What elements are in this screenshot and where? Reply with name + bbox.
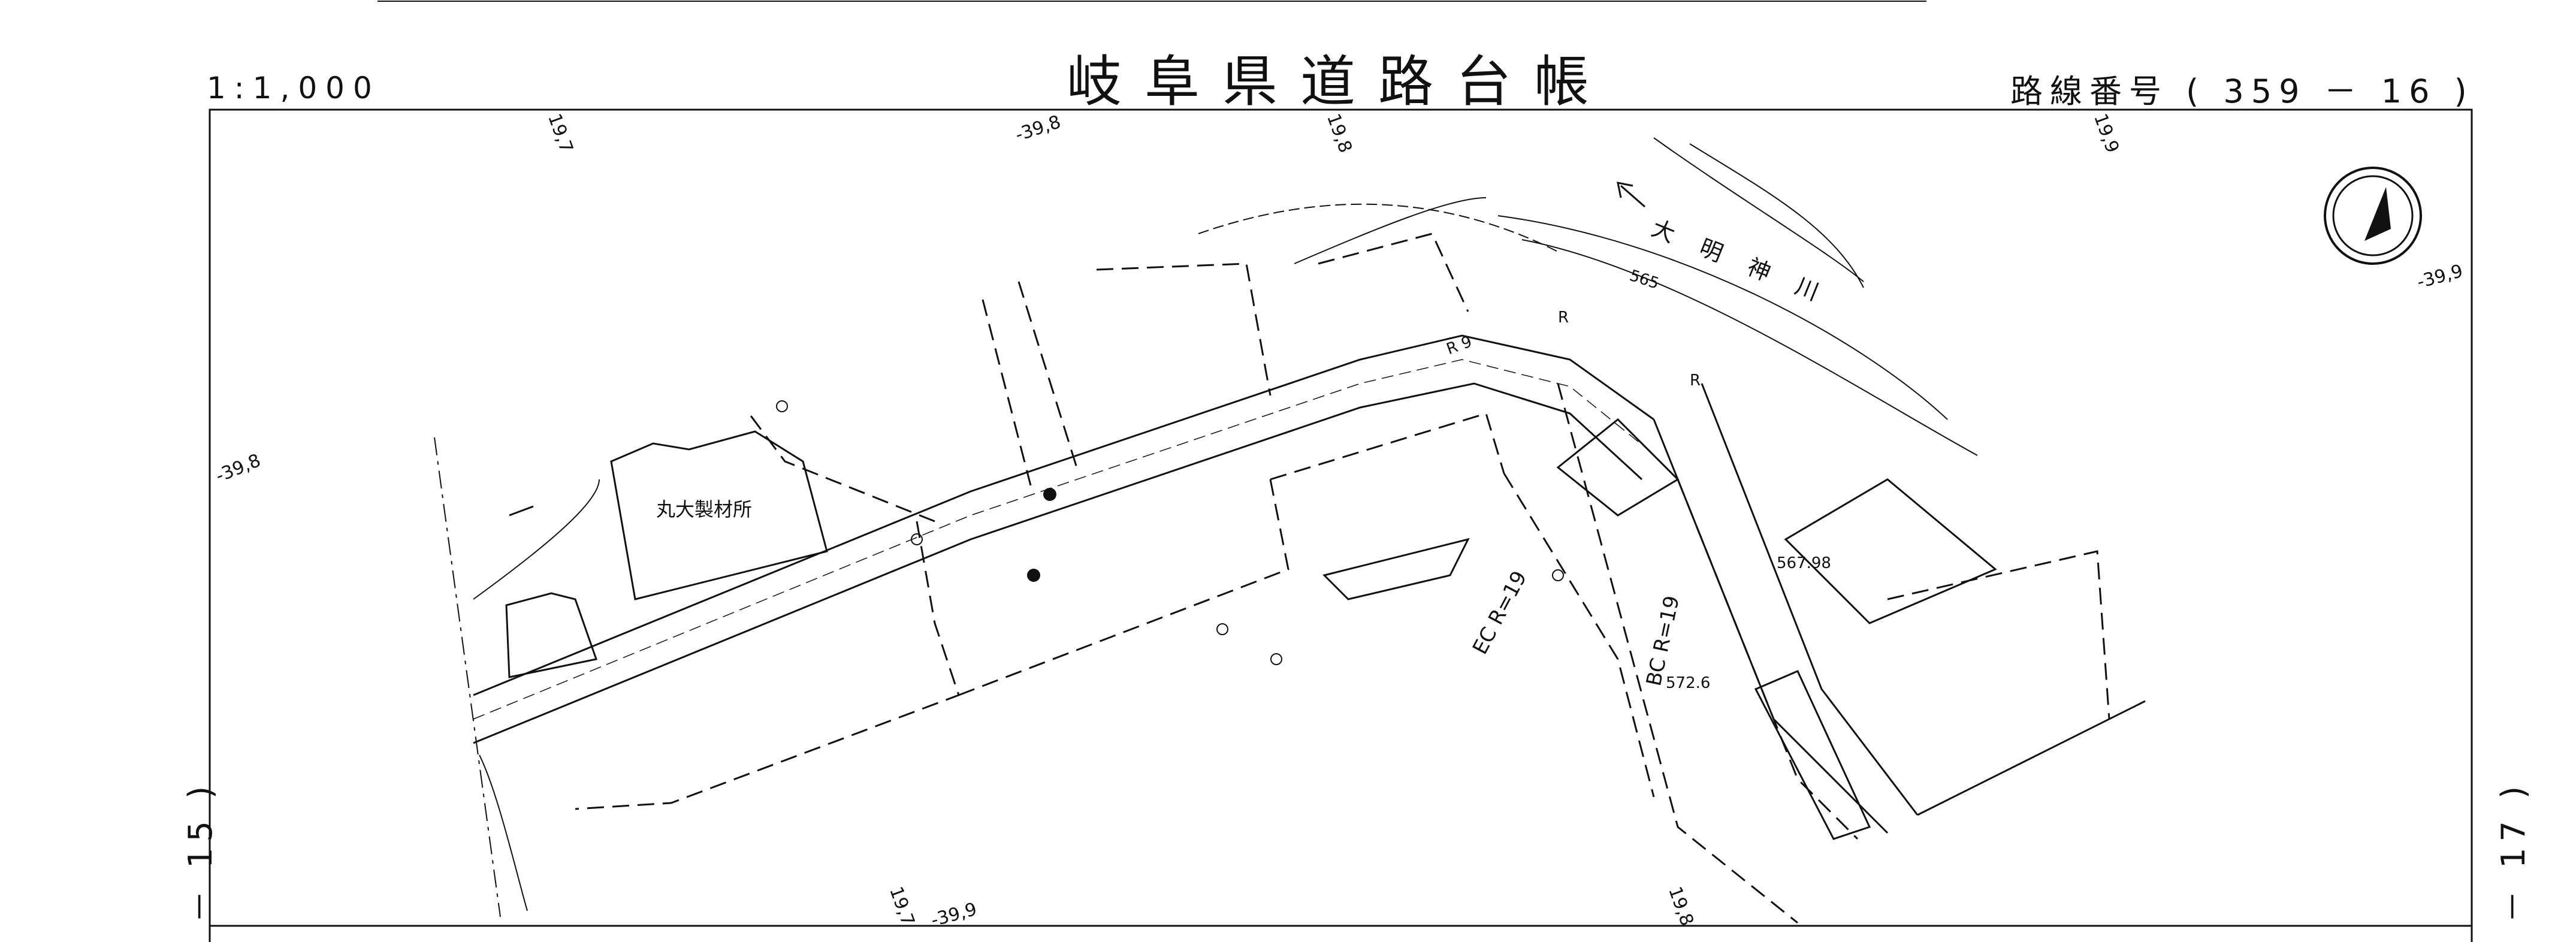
map-frame — [209, 108, 2473, 942]
side-road — [1653, 383, 2146, 834]
elevation-567-98: 567.98 — [1777, 554, 1831, 572]
property-boundaries — [575, 233, 2110, 924]
curve-radius-label-2: R — [1690, 372, 1701, 390]
adjacent-sheet-right: － 17 ) — [2495, 780, 2532, 923]
route-number: 路線番号 ( 359 － 16 ) — [2010, 73, 2474, 110]
main-road — [473, 334, 1654, 744]
page-title: 岐阜県道路台帳 — [1067, 50, 1612, 114]
terrain-lines — [434, 197, 1487, 917]
scale-label: 1:1,000 — [207, 71, 380, 105]
flow-arrow-icon — [509, 182, 1645, 517]
buildings — [505, 418, 1997, 840]
survey-points — [1027, 488, 1056, 582]
curve-radius-label-1: R — [1558, 309, 1569, 327]
river-banks — [1198, 137, 1978, 456]
sawmill-building — [610, 430, 828, 600]
elevation-572-6: 572.6 — [1666, 674, 1711, 692]
adjacent-sheet-left: － 15 ) — [182, 780, 219, 923]
sawmill-label: 丸大製材所 — [656, 498, 753, 521]
north-arrow-icon — [2324, 167, 2422, 265]
house-1 — [505, 592, 597, 678]
